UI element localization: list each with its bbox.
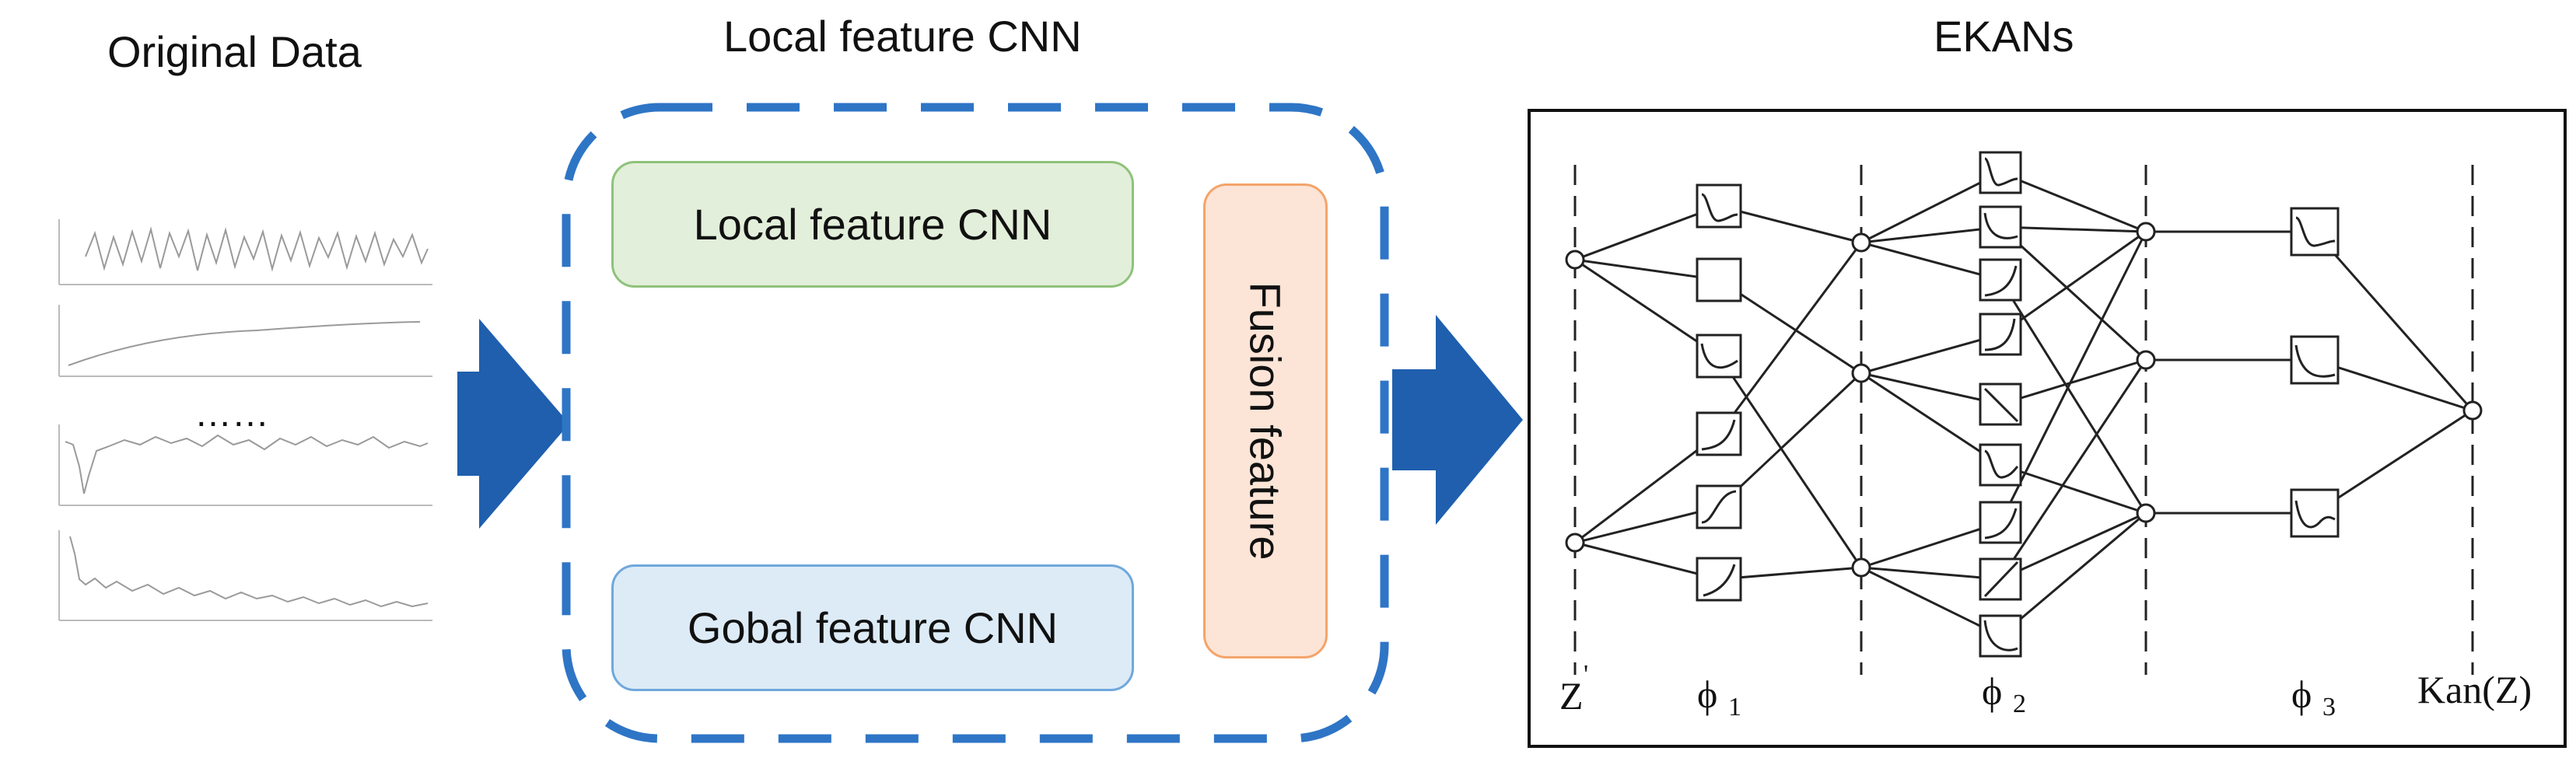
ekan-labels: Z ' ϕ 1 ϕ 2 ϕ 3 Kan(Z) bbox=[1559, 660, 2532, 721]
label-phi1-sub: 1 bbox=[1728, 693, 1741, 721]
mini-plot-growth bbox=[58, 305, 432, 377]
mini-plot-dip bbox=[58, 424, 432, 506]
mini-plot-decay bbox=[58, 530, 432, 621]
label-output-kan: Kan(Z) bbox=[2417, 668, 2532, 711]
mini-plot-noisy bbox=[58, 219, 432, 285]
original-data-plots: …… bbox=[58, 219, 432, 621]
label-phi1: ϕ bbox=[1697, 672, 1717, 716]
ekan-edges bbox=[1574, 171, 2474, 638]
input-node-2 bbox=[1565, 533, 1585, 553]
local-feature-cnn-label: Local feature CNN bbox=[693, 200, 1052, 249]
label-phi2: ϕ bbox=[1982, 669, 2002, 713]
arrow-to-ekan bbox=[1392, 315, 1523, 525]
hidden-node-1 bbox=[1851, 232, 1871, 253]
phi3-boxes bbox=[2290, 207, 2340, 538]
cnn-container bbox=[562, 103, 1389, 743]
title-ekans: EKANs bbox=[1934, 12, 2074, 61]
phi2-boxes bbox=[1979, 151, 2022, 658]
phi1-boxes bbox=[1696, 183, 1742, 602]
arrow-to-cnn bbox=[457, 319, 569, 529]
hidden-node-2 bbox=[1851, 363, 1871, 383]
plots-ellipsis: …… bbox=[194, 393, 269, 435]
global-feature-cnn-label: Gobal feature CNN bbox=[687, 603, 1059, 652]
ekan-activation-boxes bbox=[1696, 151, 2340, 658]
input-node-1 bbox=[1565, 250, 1585, 270]
title-original-data: Original Data bbox=[107, 27, 362, 76]
hidden-node-3 bbox=[1851, 557, 1871, 578]
layer2-node-2 bbox=[2136, 350, 2156, 370]
label-input-z: Z bbox=[1559, 674, 1584, 718]
local-feature-cnn-box: Local feature CNN bbox=[611, 161, 1134, 288]
label-phi3-sub: 3 bbox=[2322, 693, 2336, 721]
output-node bbox=[2462, 400, 2483, 421]
ekan-nodes bbox=[1565, 222, 2483, 578]
fusion-feature-box: Fusion feature bbox=[1203, 183, 1328, 658]
label-input-prime: ' bbox=[1584, 660, 1588, 689]
title-cnn-section: Local feature CNN bbox=[723, 12, 1082, 61]
label-phi3: ϕ bbox=[2291, 672, 2312, 716]
layer2-node-1 bbox=[2136, 222, 2156, 242]
global-feature-cnn-box: Gobal feature CNN bbox=[611, 564, 1134, 691]
label-phi2-sub: 2 bbox=[2013, 690, 2026, 718]
fusion-feature-label: Fusion feature bbox=[1241, 281, 1290, 561]
layer2-node-3 bbox=[2136, 503, 2156, 523]
